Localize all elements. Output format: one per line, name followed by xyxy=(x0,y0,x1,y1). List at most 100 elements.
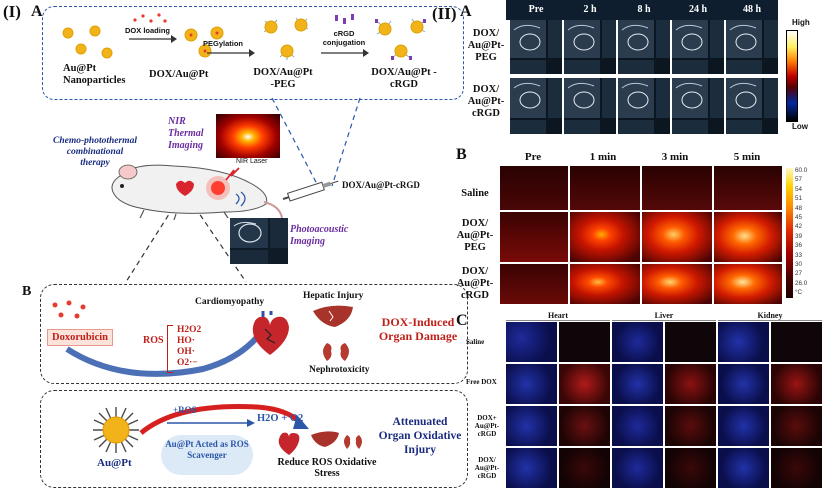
pa-cell-crgd-pre xyxy=(510,78,562,134)
ros-label: ROS xyxy=(143,335,164,346)
th-row-peg: DOX/ Au@Pt- PEG xyxy=(456,218,494,253)
th-cell-peg-pre xyxy=(500,212,568,262)
ros-species-2: HO· xyxy=(177,336,195,346)
he-cell-dox-liver-ros xyxy=(665,364,716,404)
th-scale-1: 57 xyxy=(795,176,803,184)
pa-row-peg: DOX/ Au@Pt- PEG xyxy=(467,28,505,63)
ros-species-1: H2O2 xyxy=(177,325,202,335)
he-cell-saline-kidney-dapi xyxy=(718,322,769,362)
th-cell-saline-5min xyxy=(714,166,782,210)
panel-ii-c-label: C xyxy=(456,312,468,329)
th-scale-4: 48 xyxy=(795,204,803,212)
pa-col-pre: Pre xyxy=(528,4,544,15)
he-cell-dox-kidney-ros xyxy=(771,364,822,404)
panel-i-label: (I) xyxy=(3,2,21,21)
hepatic-injury-label: Hepatic Injury xyxy=(303,291,364,301)
kidney-icon xyxy=(323,343,349,361)
nir-thermal-image xyxy=(216,114,280,158)
he-cell-mix-kidney-ros xyxy=(771,406,822,446)
therapy-label: Chemo-photothermal combinational therapy xyxy=(53,136,137,168)
he-cell-mix-heart-dapi xyxy=(506,406,557,446)
he-cell-dox-kidney-dapi xyxy=(718,364,769,404)
reaction-product: H2O + O2 xyxy=(257,413,304,424)
th-cell-saline-1min xyxy=(570,166,640,210)
ros-bracket xyxy=(167,325,173,373)
panel-ii-label: (II) xyxy=(432,4,457,23)
pa-grid: Pre 2 h 8 h 24 h 48 h High Low xyxy=(506,0,822,136)
pa-cell-peg-2h xyxy=(564,20,616,74)
dox-dots-icon xyxy=(52,300,86,319)
pa-colorbar xyxy=(786,30,798,122)
pa-header-bar xyxy=(506,0,778,20)
he-cell-crgd-liver-dapi xyxy=(612,448,663,488)
he-cell-saline-heart-dapi xyxy=(506,322,557,362)
th-cell-peg-1min xyxy=(570,212,640,262)
ros-species-3: OH· xyxy=(177,347,195,357)
panel-i-b-label: B xyxy=(22,284,32,299)
he-cell-crgd-heart-dapi xyxy=(506,448,557,488)
he-cell-crgd-kidney-ros xyxy=(771,448,822,488)
particle-au-pt-label: Au@Pt Nanoparticles xyxy=(63,63,126,86)
th-cell-saline-pre xyxy=(500,166,568,210)
step-dox-loading: DOX loading xyxy=(125,26,170,35)
nir-laser-label: NIR Laser xyxy=(236,158,268,165)
th-grid xyxy=(500,166,782,304)
he-col-heart: Heart xyxy=(506,311,610,321)
panel-ii-b-label: B xyxy=(456,146,467,163)
he-cell-mix-liver-dapi xyxy=(612,406,663,446)
crgd-marks xyxy=(335,14,354,24)
dox-dots xyxy=(133,13,167,23)
injection-label: DOX/Au@Pt-cRGD xyxy=(342,180,420,190)
arrow-1 xyxy=(129,35,177,43)
pa-cell-peg-8h xyxy=(618,20,670,74)
pa-col-8h: 8 h xyxy=(637,4,651,15)
particle-peg xyxy=(257,13,317,65)
th-cell-peg-3min xyxy=(642,212,712,262)
th-row-saline: Saline xyxy=(461,188,489,199)
th-scale-unit: °C xyxy=(795,289,803,297)
reduce-ros-label: Reduce ROS Oxidative Stress xyxy=(277,457,377,479)
th-scale-7: 39 xyxy=(795,232,803,240)
doxorubicin-box: Doxorubicin xyxy=(47,329,114,346)
he-cell-saline-kidney-ros xyxy=(771,322,822,362)
he-cell-saline-liver-ros xyxy=(665,322,716,362)
nir-thermal-title: NIR Thermal Imaging xyxy=(168,116,204,151)
he-row-crgd: DOX/ Au@Pt- cRGD xyxy=(474,456,500,480)
th-scale-9: 33 xyxy=(795,251,803,259)
pa-cell-peg-48h xyxy=(726,20,778,74)
pa-cell-crgd-8h xyxy=(618,78,670,134)
mouse-illustration xyxy=(111,164,283,220)
particle-dox-au-pt-label: DOX/Au@Pt xyxy=(149,69,209,80)
ros-species-list: H2O2 HO· OH· O2·− xyxy=(177,325,201,369)
pa-scale-high: High xyxy=(792,18,810,27)
he-cell-saline-liver-dapi xyxy=(612,322,663,362)
pa-cell-crgd-24h xyxy=(672,78,724,134)
he-row-saline: Saline xyxy=(466,338,485,346)
th-scale-labels: 60.0 57 54 51 48 45 42 39 36 33 30 27 26… xyxy=(795,166,823,298)
au-pt-label: Au@Pt xyxy=(97,457,132,469)
th-cell-crgd-5min xyxy=(714,264,782,304)
th-scale-10: 30 xyxy=(795,261,803,269)
pa-scale-low: Low xyxy=(792,122,808,131)
arrow-3 xyxy=(321,49,369,57)
th-scale-5: 45 xyxy=(795,214,803,222)
pa-col-48h: 48 h xyxy=(742,4,762,15)
th-col-pre: Pre xyxy=(524,151,542,163)
liver-icon xyxy=(313,305,353,327)
scavenge-arrow xyxy=(139,404,309,435)
oxidative-outcome: Attenuated Organ Oxidative Injury xyxy=(378,416,462,456)
pa-cell-crgd-2h xyxy=(564,78,616,134)
step-pegylation: PEGylation xyxy=(203,39,244,48)
pa-cell-crgd-48h xyxy=(726,78,778,134)
th-scale-12: 26.0 xyxy=(795,279,808,287)
he-cell-mix-liver-ros xyxy=(665,406,716,446)
particle-peg-label: DOX/Au@Pt -PEG xyxy=(253,67,313,90)
syringe-icon xyxy=(282,180,339,202)
he-cell-crgd-heart-ros xyxy=(559,448,610,488)
th-scale-2: 54 xyxy=(795,185,803,193)
th-scale-3: 51 xyxy=(795,195,803,203)
pa-row-crgd: DOX/ Au@Pt- cRGD xyxy=(467,84,505,119)
pa-thumbnail xyxy=(230,218,288,264)
cardiomyopathy-label: Cardiomyopathy xyxy=(195,297,265,307)
arrow-2 xyxy=(207,49,255,57)
